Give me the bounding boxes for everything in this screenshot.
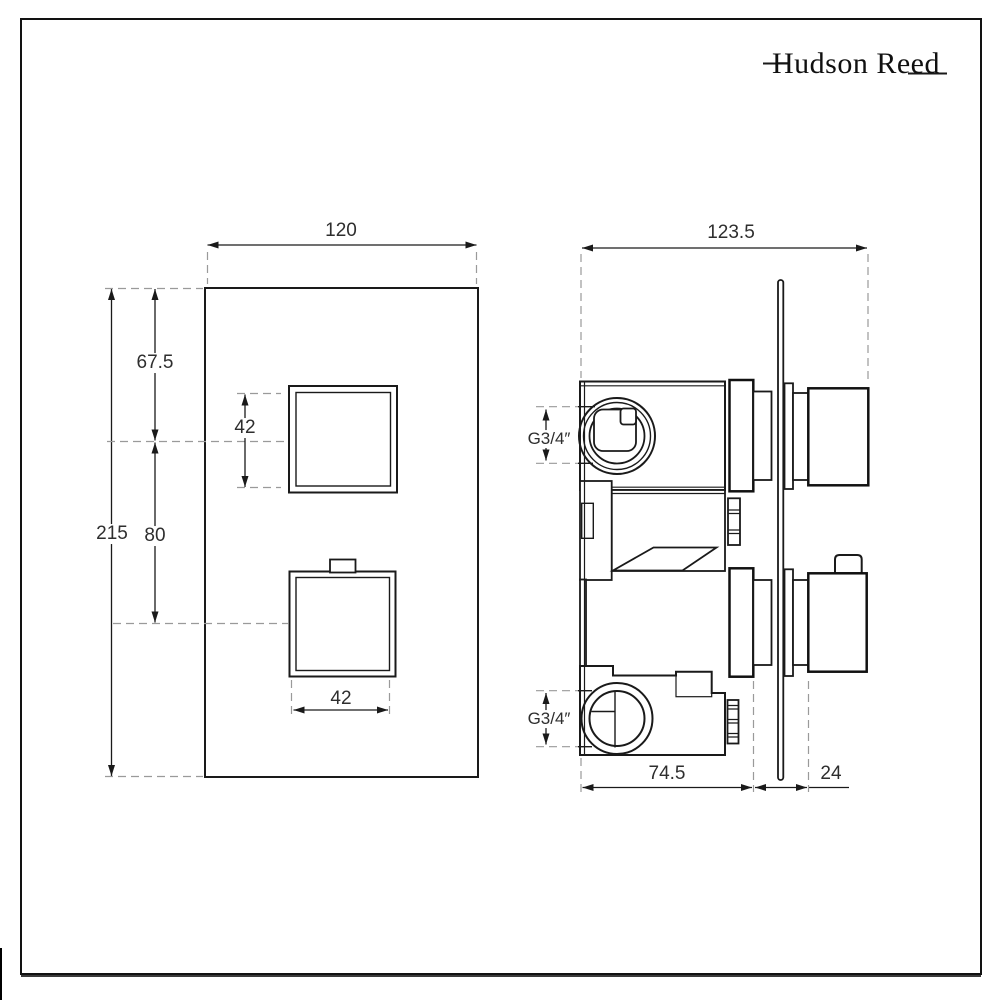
front-dim-upper-knob	[237, 392, 281, 489]
front-top-offset-dim-label: 67.5	[133, 353, 177, 373]
front-reference-lines	[105, 287, 288, 778]
middle-spindle	[727, 497, 741, 546]
upper-knob-size-dim-label: 42	[231, 418, 259, 438]
stop-screw-block	[675, 671, 713, 698]
bottom-inlet-thread-label: G3/4″	[524, 710, 574, 728]
top-inlet-thread-label: G3/4″	[524, 430, 574, 448]
brand-logo: Hudson Reed	[772, 47, 940, 80]
diverter-slot	[609, 546, 720, 572]
bottom-handle-grip	[807, 572, 868, 673]
front-dim-lower-knob	[290, 680, 391, 717]
side-total-depth-dim-label: 123.5	[707, 222, 755, 244]
top-handle-grip	[807, 387, 870, 487]
front-view-drawing	[105, 241, 479, 778]
wall-plate-edge	[777, 279, 785, 781]
side-body-depth-dim-label: 74.5	[648, 763, 686, 785]
side-view-drawing	[536, 244, 870, 792]
top-inlet-port	[578, 397, 656, 475]
front-height-dim-label: 215	[93, 524, 131, 544]
side-dim-depths	[580, 681, 849, 792]
lower-control-square	[288, 558, 397, 678]
side-protrusion-dim-label: 24	[820, 763, 842, 785]
valve-body	[579, 380, 726, 756]
bottom-spindle	[726, 699, 740, 745]
lower-knob-size-dim-label: 42	[330, 688, 352, 710]
front-width-dim-label: 120	[325, 220, 357, 242]
screen-edge-artifact	[0, 948, 2, 1000]
logo-flourish-lines	[763, 62, 947, 75]
side-dim-total-depth	[580, 244, 869, 384]
upper-control-square	[288, 385, 398, 494]
top-handle-assembly	[728, 378, 870, 493]
bottom-handle-assembly	[728, 554, 868, 678]
page-border	[20, 18, 982, 975]
front-dim-width	[206, 241, 478, 284]
mounting-clip	[581, 502, 595, 539]
lever-tab	[329, 558, 357, 574]
bottom-inlet-port	[580, 682, 654, 755]
front-spacing-dim-label: 80	[141, 526, 169, 546]
front-plate-outline	[204, 287, 479, 778]
bottom-handle-tab	[834, 554, 863, 575]
